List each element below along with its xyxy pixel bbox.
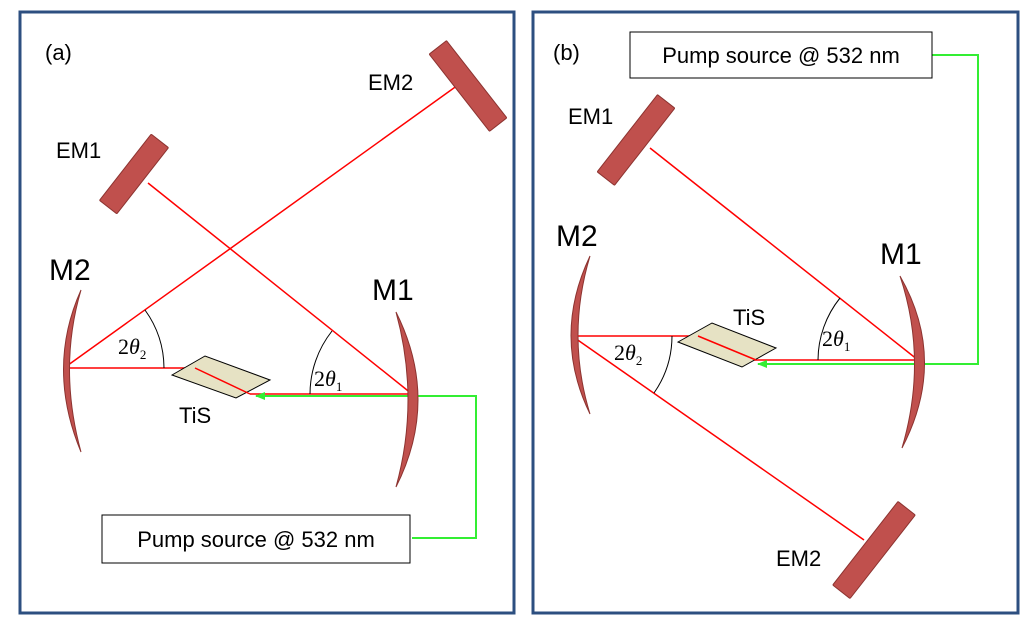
panel-b-m1-mirror [899, 275, 925, 449]
panel-a-pump-box [101, 514, 411, 564]
panel-b-pump-label: Pump source @ 532 nm [662, 43, 900, 68]
panel-b-em2-mirror [832, 501, 916, 599]
panel-b: (b) EM1 EM2 M2 M1 TiS 2θ1 2θ2 Pump sourc… [531, 10, 1020, 615]
panel-a: (a) EM1 EM2 M2 M1 TiS 2θ1 2θ2 Pump sourc… [18, 10, 516, 615]
panel-b-tis-beam [697, 335, 757, 361]
panel-b-em1-mirror [597, 94, 675, 186]
panel-a-m1-mirror [395, 311, 419, 488]
panel-b-m1-label: M1 [880, 238, 922, 271]
panel-a-em1-label: EM1 [56, 138, 101, 163]
panel-a-tis-label: TiS [179, 403, 211, 428]
panel-a-m1-label: M1 [372, 274, 414, 307]
panel-a-beam-m1-em1 [147, 182, 413, 395]
panel-a-beam-m2-em2 [63, 79, 466, 369]
panel-a-angle1-arc [309, 330, 333, 395]
panel-b-frame [531, 10, 1020, 615]
panel-a-em2-mirror [429, 40, 507, 132]
panel-b-pump-box [629, 31, 933, 79]
panel-a-frame [18, 10, 516, 615]
panel-a-angle2-arc [144, 309, 165, 369]
panel-a-pump-beam [255, 392, 477, 539]
panel-a-em1-mirror [99, 134, 169, 214]
panel-b-angle2-arc [653, 335, 673, 394]
panel-b-beam-m1-em1 [649, 147, 919, 361]
panel-b-beam-m2-em2 [571, 335, 865, 541]
panel-a-pump-label: Pump source @ 532 nm [137, 527, 375, 552]
panel-b-em1-label: EM1 [568, 104, 613, 129]
panel-b-angle1-label: 2θ1 [822, 326, 850, 354]
panel-b-tag: (b) [553, 40, 580, 65]
panel-a-tis-beam [194, 367, 251, 395]
panel-a-em2-label: EM2 [368, 70, 413, 95]
panel-a-angle2-label: 2θ2 [118, 334, 146, 362]
panel-a-tag: (a) [45, 40, 72, 65]
panel-b-angle1-arc [817, 297, 841, 361]
panel-a-tis-crystal [170, 355, 272, 399]
panel-b-tis-crystal [676, 322, 778, 368]
panel-b-tis-label: TiS [733, 305, 765, 330]
panel-b-angle2-label: 2θ2 [614, 340, 642, 368]
panel-a-m2-label: M2 [49, 254, 91, 287]
panel-b-em2-label: EM2 [776, 546, 821, 571]
panel-a-angle1-label: 2θ1 [314, 366, 342, 394]
panel-b-pump-beam [757, 54, 979, 368]
panel-b-m2-label: M2 [556, 220, 598, 253]
panel-a-m2-mirror [63, 289, 82, 453]
panel-b-m2-mirror [570, 255, 591, 415]
